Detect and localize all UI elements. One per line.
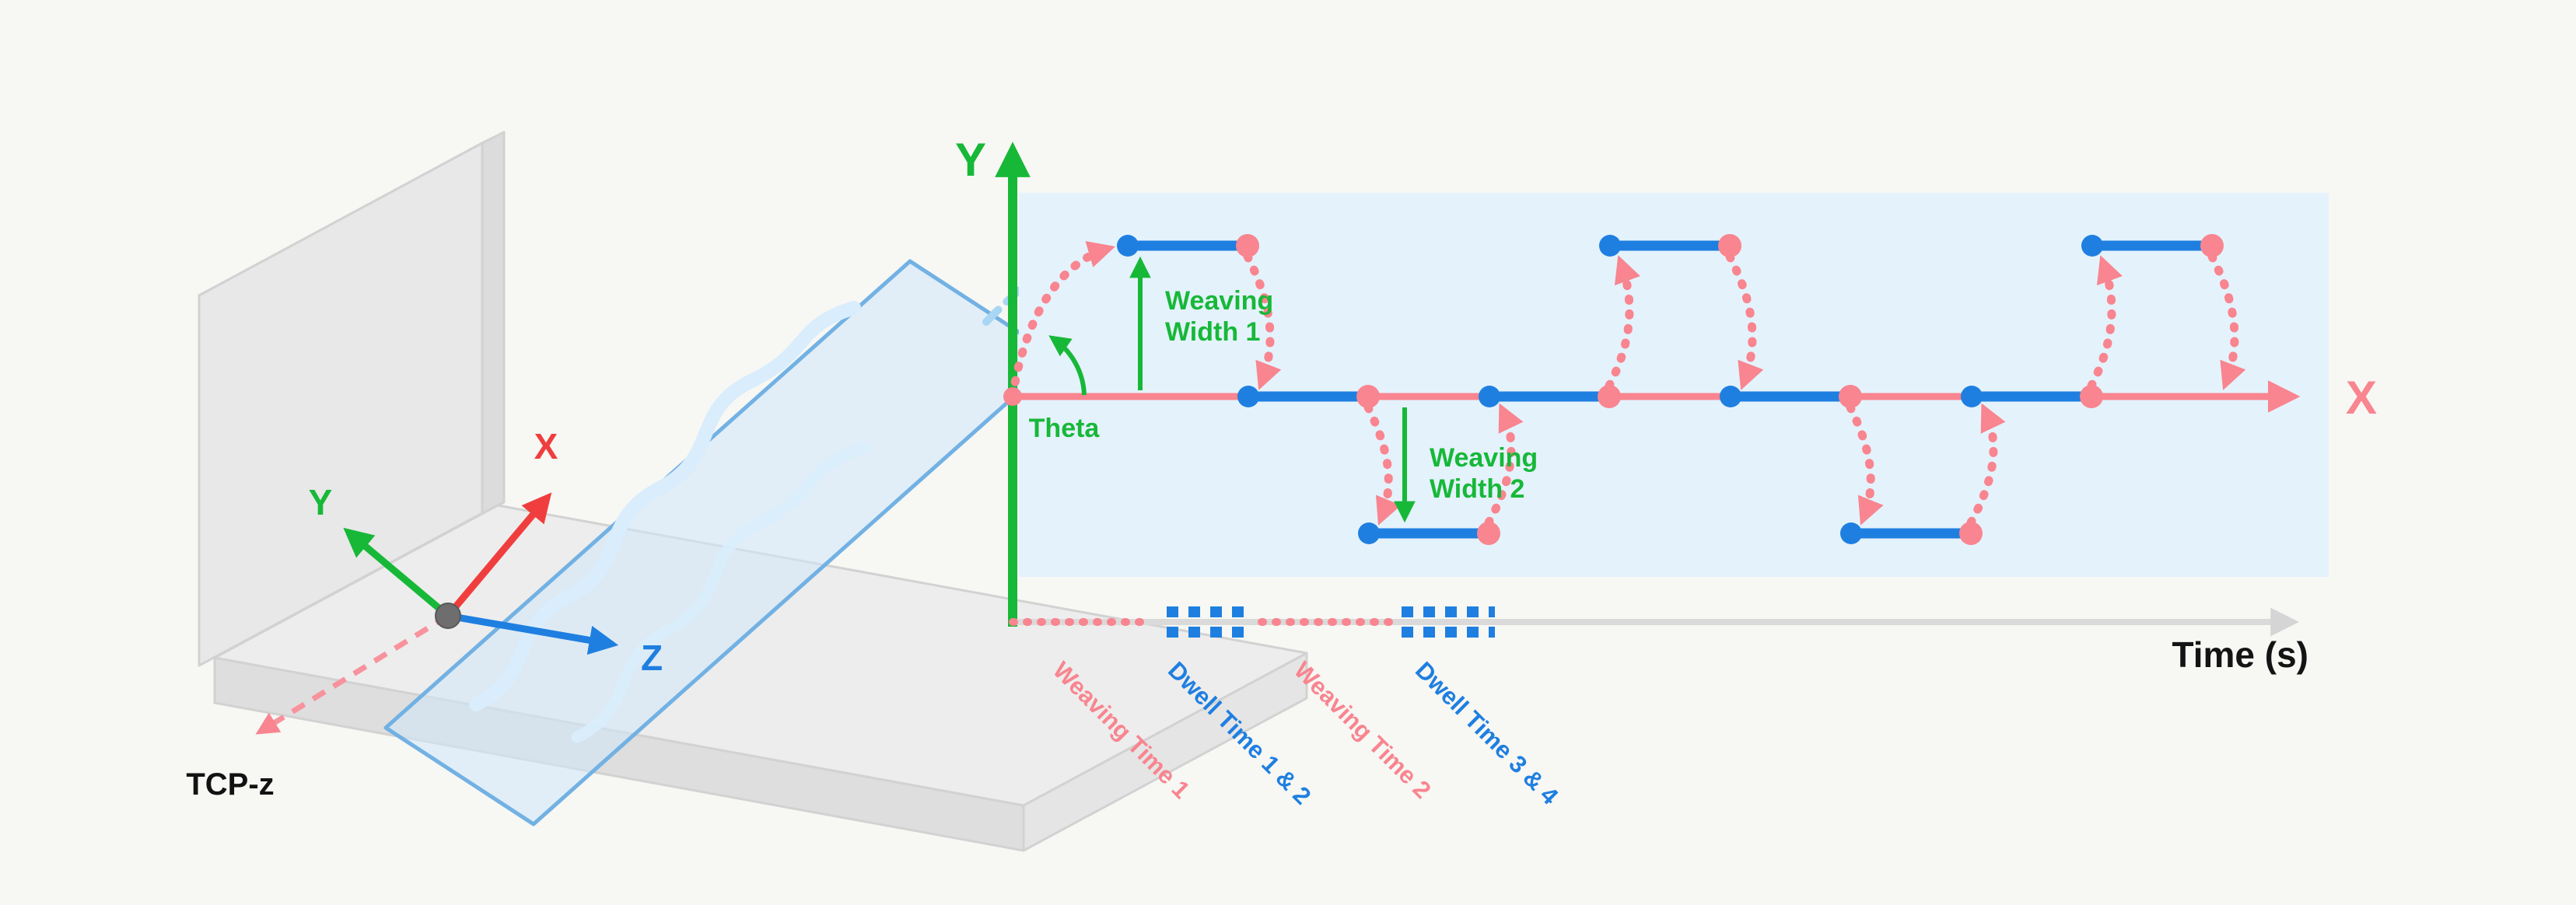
dwell-end-dot — [1477, 522, 1500, 545]
weaving-width-1-label: Weaving Width 1 — [1165, 286, 1281, 347]
dwell-segment — [1117, 234, 1259, 257]
tcp-z-label: TCP-z — [186, 767, 274, 802]
weave-start-dot — [1003, 387, 1022, 406]
dwell-start-dot — [1599, 235, 1621, 257]
chart-x-axis-label: X — [2346, 372, 2377, 424]
dwell-segment — [1358, 522, 1500, 545]
dwell-start-dot — [1358, 522, 1380, 544]
dwell-end-dot — [1959, 522, 1983, 545]
z-axis-label: Z — [641, 638, 663, 678]
dwell-start-dot — [1840, 522, 1862, 544]
dwell-end-dot — [1718, 234, 1741, 257]
dwell-start-dot — [1117, 235, 1139, 257]
vertical-plate — [198, 131, 506, 667]
y-axis-arrow — [343, 527, 450, 619]
theta-angle-arc — [1048, 335, 1087, 396]
theta-label: Theta — [1029, 414, 1101, 443]
dwell-start-dot — [1720, 386, 1741, 407]
dwell-end-dot — [1598, 385, 1621, 408]
weld-bead-ripple — [571, 442, 870, 743]
dwell-start-dot — [1479, 386, 1500, 407]
vertical-plate-side-face — [481, 131, 506, 515]
x-axis-label: X — [534, 426, 558, 466]
dwell-start-dot — [1237, 386, 1259, 407]
weaving-transition-arrow — [1846, 403, 1884, 526]
dwell-end-dot — [2200, 234, 2224, 257]
dwell-end-dot — [1356, 385, 1380, 408]
weaving-width-2-label: Weaving Width 2 — [1430, 443, 1545, 504]
z-axis-arrow — [447, 612, 619, 655]
weaving-transition-arrow — [2087, 255, 2123, 390]
dwell-segment — [1961, 385, 2103, 408]
weaving-transition-arrow — [1605, 255, 1640, 390]
weaving-transition-arrow — [1243, 252, 1282, 390]
dwell-segment — [2081, 234, 2224, 257]
dwell-segment — [1840, 522, 1983, 545]
weaving-transition-arrow — [1484, 403, 1524, 527]
dwell-segment — [1720, 385, 1862, 408]
tcp-origin-dot — [435, 603, 461, 629]
time-axis-label: Time (s) — [2172, 634, 2308, 675]
dwell-segment — [1599, 234, 1741, 257]
dwell-end-dot — [1839, 385, 1862, 408]
x-axis-arrow — [445, 492, 552, 618]
tcp-frame: X Y Z TCP-z — [186, 426, 663, 802]
weaving-transition-arrow — [1363, 403, 1402, 526]
weaving-transition-arrow — [1725, 252, 1764, 390]
dwell-end-dot — [2080, 385, 2103, 408]
dwell-start-dot — [1961, 386, 1983, 407]
y-axis-label: Y — [309, 482, 333, 522]
weaving-transitions — [1008, 241, 2246, 527]
dwell-segment — [1237, 385, 1380, 408]
tcp-z-arrow — [255, 613, 450, 735]
dwell-end-dot — [1236, 234, 1259, 257]
chart-y-axis-label: Y — [955, 134, 986, 186]
weaving-transition-arrow — [1966, 403, 2006, 527]
base-plate-front-right-face — [1022, 652, 1308, 852]
weaving-transition-arrow — [1008, 241, 1116, 401]
dwell-start-dot — [2081, 235, 2103, 257]
dwell-segment — [1479, 385, 1621, 408]
annotations: Weaving Width 1 Theta Weaving Width 2 — [1029, 256, 1545, 523]
weaving-transition-arrow — [2207, 252, 2246, 390]
workpiece-illustration: X Y Z TCP-z — [186, 131, 1308, 852]
dwell-segments — [1003, 234, 2224, 545]
